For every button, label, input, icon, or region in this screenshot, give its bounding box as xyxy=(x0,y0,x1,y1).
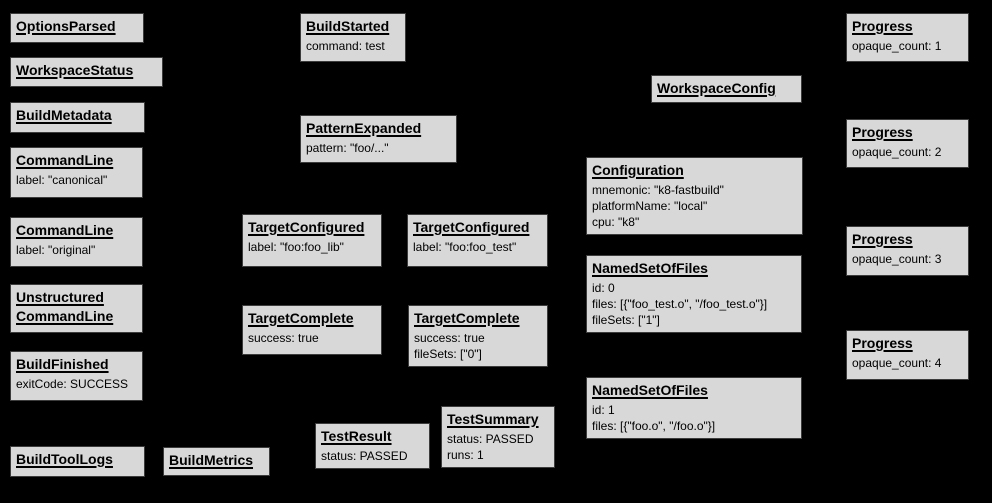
node-title: CommandLine xyxy=(16,152,114,168)
event-progress-4: Progress opaque_count: 4 xyxy=(846,330,969,380)
node-title: TestResult xyxy=(321,428,392,444)
node-title: PatternExpanded xyxy=(306,120,422,136)
node-title: WorkspaceConfig xyxy=(657,80,776,96)
node-body: command: test xyxy=(306,39,385,53)
node-body: exitCode: SUCCESS xyxy=(16,377,129,391)
node-body: opaque_count: 1 xyxy=(852,39,942,53)
node-title: Progress xyxy=(852,231,913,247)
node-body: id: 0 files: [{"foo_test.o", "/foo_test.… xyxy=(592,281,768,327)
node-title: NamedSetOfFiles xyxy=(592,260,708,276)
node-title: NamedSetOfFiles xyxy=(592,382,708,398)
node-body: success: true fileSets: ["0"] xyxy=(414,331,485,361)
event-progress-1: Progress opaque_count: 1 xyxy=(846,13,969,62)
event-progress-2: Progress opaque_count: 2 xyxy=(846,119,969,168)
node-body: pattern: "foo/..." xyxy=(306,141,389,155)
node-title: TargetConfigured xyxy=(248,219,365,235)
node-title: Progress xyxy=(852,335,913,351)
event-named-set-of-files-0: NamedSetOfFiles id: 0 files: [{"foo_test… xyxy=(586,255,802,333)
node-title: BuildStarted xyxy=(306,18,390,34)
event-workspace-config: WorkspaceConfig xyxy=(651,75,802,103)
event-build-tool-logs: BuildToolLogs xyxy=(10,446,145,477)
event-build-finished: BuildFinished exitCode: SUCCESS xyxy=(10,351,143,401)
event-test-summary: TestSummary status: PASSED runs: 1 xyxy=(441,406,555,468)
event-target-configured-foo-lib: TargetConfigured label: "foo:foo_lib" xyxy=(242,214,382,267)
node-body: status: PASSED runs: 1 xyxy=(447,432,534,462)
event-build-started: BuildStarted command: test xyxy=(300,13,406,62)
node-body: label: "canonical" xyxy=(16,173,108,187)
node-title: Progress xyxy=(852,124,913,140)
node-title: OptionsParsed xyxy=(16,18,116,34)
event-pattern-expanded: PatternExpanded pattern: "foo/..." xyxy=(300,115,457,163)
node-title: TargetConfigured xyxy=(413,219,530,235)
event-progress-3: Progress opaque_count: 3 xyxy=(846,226,969,276)
node-body: label: "original" xyxy=(16,243,96,257)
node-body: opaque_count: 2 xyxy=(852,145,942,159)
node-title: BuildMetrics xyxy=(169,452,254,468)
node-body: mnemonic: "k8-fastbuild" platformName: "… xyxy=(592,183,724,229)
node-body: label: "foo:foo_test" xyxy=(413,240,517,254)
event-configuration: Configuration mnemonic: "k8-fastbuild" p… xyxy=(586,157,803,235)
node-body: opaque_count: 3 xyxy=(852,252,942,266)
node-body: success: true xyxy=(248,331,319,345)
node-title: BuildFinished xyxy=(16,356,109,372)
node-title: BuildToolLogs xyxy=(16,451,113,467)
event-test-result: TestResult status: PASSED xyxy=(315,423,430,469)
node-title: WorkspaceStatus xyxy=(16,62,134,78)
event-workspace-status: WorkspaceStatus xyxy=(10,57,163,87)
event-target-complete-foo-lib: TargetComplete success: true xyxy=(242,305,382,355)
node-body: opaque_count: 4 xyxy=(852,356,942,370)
node-title: Configuration xyxy=(592,162,684,178)
event-target-complete-foo-test: TargetComplete success: true fileSets: [… xyxy=(408,305,548,367)
event-unstructured-command-line: Unstructured CommandLine xyxy=(10,284,143,333)
node-title: TestSummary xyxy=(447,411,539,427)
node-body: id: 1 files: [{"foo.o", "/foo.o"}] xyxy=(592,403,716,433)
event-options-parsed: OptionsParsed xyxy=(10,13,144,43)
event-command-line-original: CommandLine label: "original" xyxy=(10,217,143,267)
event-target-configured-foo-test: TargetConfigured label: "foo:foo_test" xyxy=(407,214,548,267)
event-command-line-canonical: CommandLine label: "canonical" xyxy=(10,147,143,198)
node-body: label: "foo:foo_lib" xyxy=(248,240,344,254)
node-title: TargetComplete xyxy=(414,310,520,326)
node-body: status: PASSED xyxy=(321,449,408,463)
event-build-metadata: BuildMetadata xyxy=(10,102,145,133)
event-build-metrics: BuildMetrics xyxy=(163,447,270,476)
node-title: BuildMetadata xyxy=(16,107,112,123)
node-title: Progress xyxy=(852,18,913,34)
node-title: CommandLine xyxy=(16,222,114,238)
node-title: Unstructured CommandLine xyxy=(16,289,114,324)
node-title: TargetComplete xyxy=(248,310,354,326)
event-named-set-of-files-1: NamedSetOfFiles id: 1 files: [{"foo.o", … xyxy=(586,377,802,439)
